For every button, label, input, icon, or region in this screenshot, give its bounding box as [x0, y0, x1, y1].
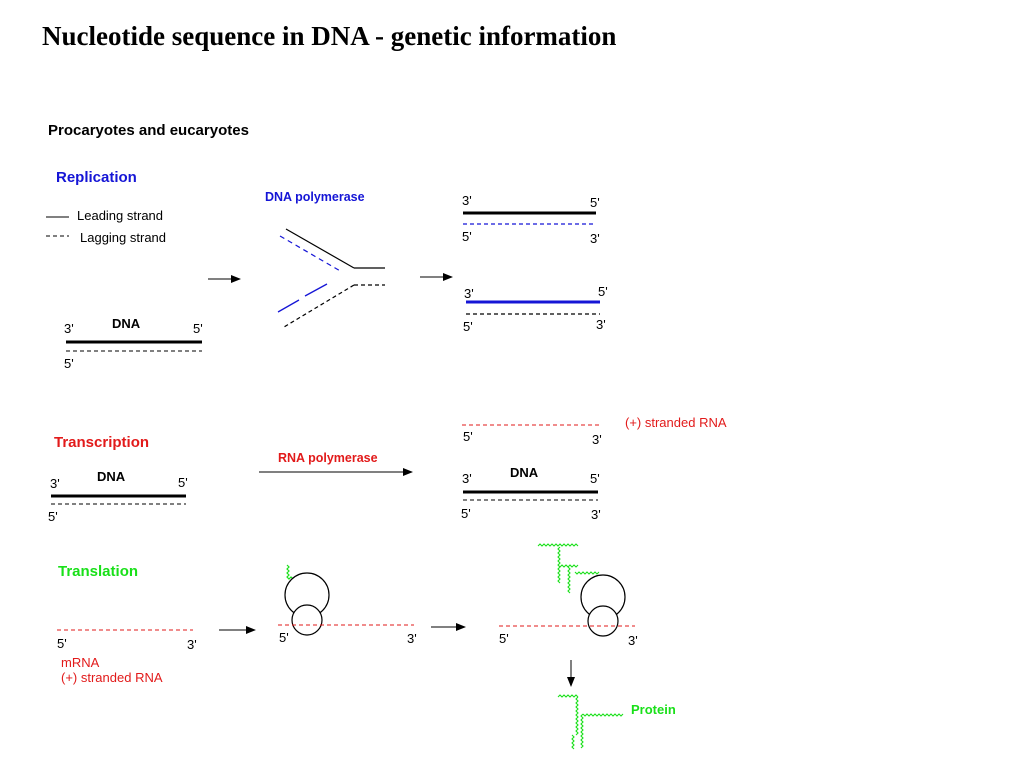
strand-end-label: 5'	[463, 319, 473, 334]
dna-label: DNA	[112, 316, 141, 331]
enzyme-label: DNA polymerase	[265, 190, 365, 204]
page-title: Nucleotide sequence in DNA - genetic inf…	[42, 21, 616, 51]
parent-strand-line	[283, 284, 355, 328]
peptide-chain-icon	[557, 694, 624, 750]
translation-mrna: 5' 3' mRNA (+) stranded RNA	[57, 629, 197, 685]
translation-heading: Translation	[58, 563, 138, 580]
transcription-template-dna: DNA 3' 5' 5'	[48, 469, 188, 524]
peptide-chain-icon	[537, 543, 600, 594]
strand-legend: Leading strand Lagging strand	[46, 208, 166, 245]
released-protein: Protein	[557, 694, 676, 750]
transcription-product: (+) stranded RNA 5' 3' DNA 3' 5' 5' 3'	[461, 415, 727, 522]
strand-end-label: 5'	[461, 506, 471, 521]
strand-end-label: 3'	[592, 432, 602, 447]
lagging-strand-legend-label: Lagging strand	[80, 230, 166, 245]
strand-end-label: 3'	[590, 231, 600, 246]
strand-end-label: 3'	[462, 471, 472, 486]
replication-heading: Replication	[56, 169, 137, 186]
strand-end-label: 5'	[48, 509, 58, 524]
parent-strand-line	[285, 228, 355, 269]
daughter-duplex-1: 3' 5' 5' 3'	[462, 193, 600, 246]
strand-end-label: 5'	[279, 630, 289, 645]
strand-end-label: 3'	[50, 476, 60, 491]
daughter-duplex-2: 3' 5' 5' 3'	[463, 284, 608, 334]
replication-fork: DNA polymerase	[265, 190, 385, 328]
ribosome-elongation: 5' 3'	[499, 543, 638, 648]
strand-end-label: 5'	[499, 631, 509, 646]
okazaki-fragment-line	[277, 299, 300, 313]
strand-end-label: 5'	[64, 356, 74, 371]
strand-end-label: 5'	[57, 636, 67, 651]
strand-end-label: 5'	[590, 195, 600, 210]
rna-product-label: (+) stranded RNA	[625, 415, 727, 430]
protein-label: Protein	[631, 702, 676, 717]
strand-end-label: 3'	[596, 317, 606, 332]
leading-strand-legend-label: Leading strand	[77, 208, 163, 223]
ribosome-initiation: 5' 3'	[278, 564, 417, 646]
enzyme-label: RNA polymerase	[278, 451, 378, 465]
dna-label: DNA	[97, 469, 126, 484]
strand-end-label: 5'	[590, 471, 600, 486]
strand-end-label: 3'	[64, 321, 74, 336]
mrna-label: mRNA	[61, 655, 100, 670]
strand-end-label: 5'	[178, 475, 188, 490]
strand-end-label: 3'	[628, 633, 638, 648]
page-subtitle: Procaryotes and eucaryotes	[48, 122, 249, 139]
strand-end-label: 5'	[598, 284, 608, 299]
strand-end-label: 5'	[463, 429, 473, 444]
strand-end-label: 3'	[462, 193, 472, 208]
ribosome-icon	[587, 605, 619, 637]
transcription-heading: Transcription	[54, 434, 149, 451]
strand-end-label: 5'	[193, 321, 203, 336]
replication-template-dna: DNA 3' 5' 5'	[64, 316, 203, 371]
mrna-sublabel: (+) stranded RNA	[61, 670, 163, 685]
ribosome-icon	[291, 604, 323, 636]
strand-end-label: 5'	[462, 229, 472, 244]
strand-end-label: 3'	[407, 631, 417, 646]
strand-end-label: 3'	[591, 507, 601, 522]
okazaki-fragment-line	[304, 283, 328, 297]
strand-end-label: 3'	[464, 286, 474, 301]
strand-end-label: 3'	[187, 637, 197, 652]
leading-strand-synthesis-line	[279, 235, 343, 273]
dna-label: DNA	[510, 465, 539, 480]
